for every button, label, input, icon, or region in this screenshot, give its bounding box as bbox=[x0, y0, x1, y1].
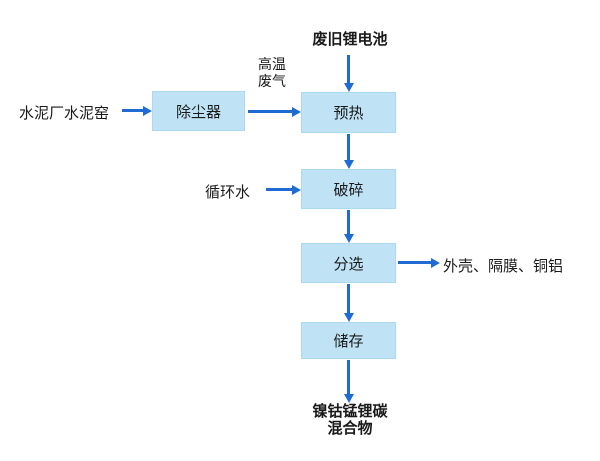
node-crush-label: 破碎 bbox=[333, 180, 364, 199]
arrowhead-right-icon bbox=[143, 105, 152, 116]
node-store: 储存 bbox=[301, 322, 396, 359]
label-shell-separator-copper-aluminum: 外壳、隔膜、铜铝 bbox=[443, 257, 564, 275]
arrowhead-down-icon bbox=[343, 313, 354, 322]
label-high-temp-exhaust-gas: 高温 废气 bbox=[258, 57, 286, 91]
node-sort-label: 分选 bbox=[333, 254, 364, 273]
arrow-water-to-crush bbox=[266, 184, 301, 195]
label-mixture-line1: 镍钴锰锂碳 bbox=[312, 402, 388, 420]
arrow-sort-to-outputs bbox=[398, 257, 440, 268]
label-high-temp-line2: 废气 bbox=[258, 74, 286, 90]
label-cement-plant-kiln: 水泥厂水泥窑 bbox=[19, 104, 110, 122]
arrow-sort-to-store bbox=[343, 284, 354, 322]
node-store-label: 储存 bbox=[333, 332, 364, 350]
arrowhead-right-icon bbox=[292, 184, 301, 195]
label-waste-lithium-battery: 废旧锂电池 bbox=[312, 30, 388, 48]
node-dust-remover-label: 除尘器 bbox=[175, 102, 221, 121]
node-sort: 分选 bbox=[301, 243, 396, 283]
node-crush: 破碎 bbox=[301, 169, 396, 209]
arrowhead-down-icon bbox=[343, 160, 354, 169]
arrow-store-to-mixture bbox=[343, 360, 354, 403]
node-preheat-label: 预热 bbox=[333, 104, 364, 122]
node-preheat: 预热 bbox=[301, 92, 396, 133]
node-dust-remover: 除尘器 bbox=[152, 91, 245, 131]
arrow-kiln-to-dust-remover bbox=[122, 105, 152, 116]
arrowhead-right-icon bbox=[292, 106, 301, 117]
arrowhead-down-icon bbox=[343, 83, 354, 92]
arrow-dust-remover-to-preheat bbox=[248, 106, 301, 117]
label-circulating-water: 循环水 bbox=[205, 183, 251, 201]
label-high-temp-line1: 高温 bbox=[258, 57, 286, 73]
arrowhead-right-icon bbox=[431, 257, 440, 268]
arrowhead-down-icon bbox=[343, 234, 354, 243]
arrow-preheat-to-crush bbox=[343, 134, 354, 169]
arrow-battery-to-preheat bbox=[343, 55, 354, 92]
arrowhead-down-icon bbox=[343, 394, 354, 403]
arrow-crush-to-sort bbox=[343, 210, 354, 243]
label-ni-co-mn-li-c-mixture: 镍钴锰锂碳 混合物 bbox=[285, 403, 415, 437]
label-mixture-line2: 混合物 bbox=[327, 419, 373, 437]
